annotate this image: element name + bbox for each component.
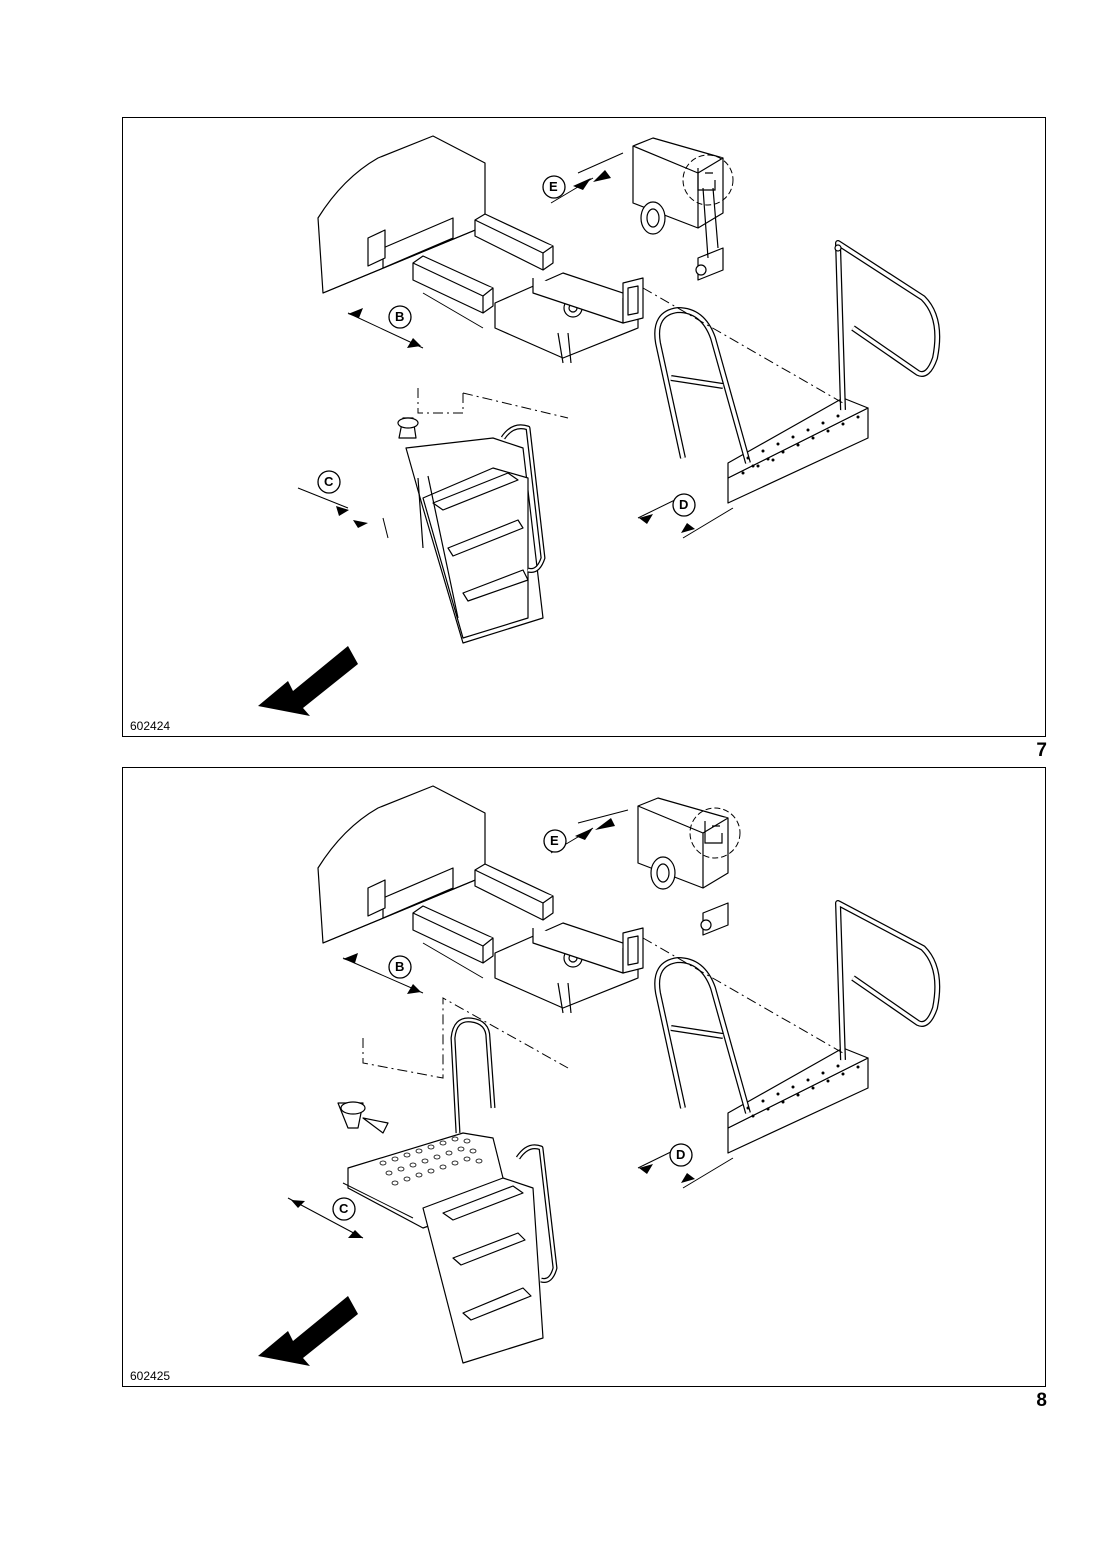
- figure-id: 602425: [130, 1369, 171, 1383]
- direction-arrow-icon: [258, 646, 358, 716]
- callout-e-label: E: [549, 179, 558, 194]
- callout-c-label: C: [339, 1201, 349, 1216]
- figure-id: 602424: [130, 719, 171, 733]
- figure-number: 8: [1036, 1390, 1047, 1411]
- direction-arrow-icon: [258, 1296, 358, 1366]
- callout-d-label: D: [679, 497, 689, 512]
- figure-8: E B C D 602425: [122, 767, 1046, 1387]
- step-assembly-drawing-1: [317, 135, 941, 644]
- figure-7: E B C D 602424: [122, 117, 1046, 737]
- callout-e-label: E: [550, 833, 559, 848]
- callout-b-label: B: [395, 309, 405, 324]
- figure-number: 7: [1036, 740, 1047, 761]
- callout-d-label: D: [676, 1147, 686, 1162]
- callout-c-label: C: [324, 474, 334, 489]
- callouts-fig8: [287, 809, 734, 1239]
- callout-b-label: B: [395, 959, 405, 974]
- step-assembly-drawing-2: [317, 785, 941, 1364]
- callouts-fig7: [297, 152, 734, 539]
